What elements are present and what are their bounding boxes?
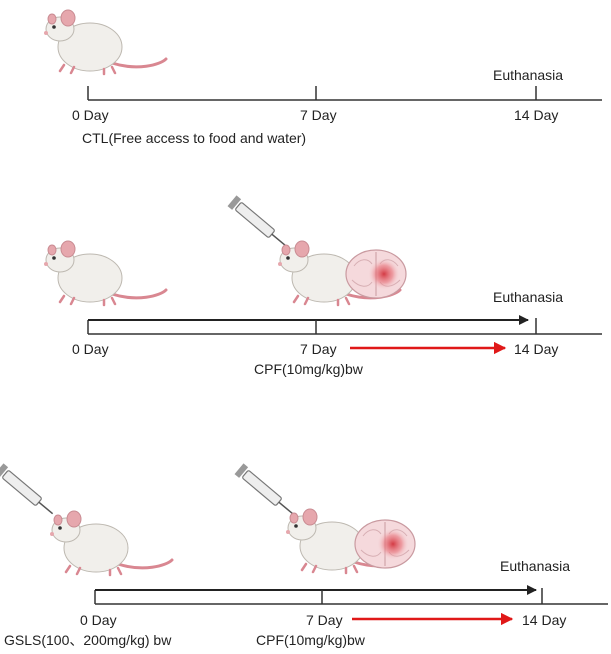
syringe-icon [0,462,54,515]
day-0-label: 0 Day [72,107,109,123]
euthanasia-label: Euthanasia [493,67,563,83]
mouse-icon [48,509,174,577]
gsls-pretreatment-label: GSLS(100、200mg/kg) bw [4,632,172,648]
day-7-label: 7 Day [306,612,343,628]
day-14-label: 14 Day [514,341,558,357]
day-0-label: 0 Day [72,341,109,357]
day-14-label: 14 Day [514,107,558,123]
control-panel: Euthanasia 0 Day 7 Day 14 Day CTL(Free a… [42,8,602,146]
treatment-panel: Euthanasia 0 Day 7 Day 14 Day GSLS(100、2… [0,462,608,648]
mouse-icon [42,239,168,307]
model-panel: Euthanasia 0 Day 7 Day 14 Day CPF(10mg/k… [42,194,602,377]
brain-section-icon [354,519,416,569]
mouse-icon [42,8,168,76]
syringe-icon [226,194,287,247]
euthanasia-label: Euthanasia [500,558,570,574]
day-0-label: 0 Day [80,612,117,628]
day-7-label: 7 Day [300,341,337,357]
cpf-treatment-label: CPF(10mg/kg)bw [254,361,364,377]
brain-section-icon [345,249,407,299]
euthanasia-label: Euthanasia [493,289,563,305]
syringe-icon [233,462,294,515]
cpf-treatment-label: CPF(10mg/kg)bw [256,632,366,648]
day-7-label: 7 Day [300,107,337,123]
control-group-label: CTL(Free access to food and water) [82,130,306,146]
day-14-label: 14 Day [522,612,566,628]
